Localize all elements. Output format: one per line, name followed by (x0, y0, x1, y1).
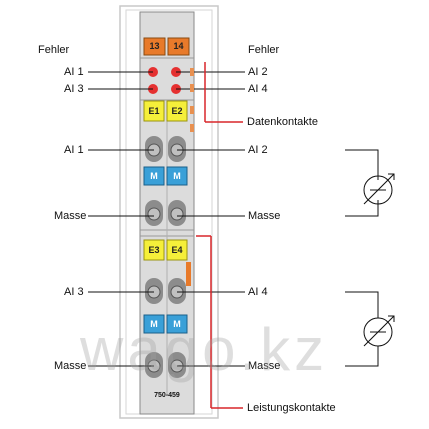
label-ai1: AI 1 (64, 144, 84, 156)
pill-e4-label: E4 (171, 245, 183, 255)
contact-tab-4 (190, 124, 194, 132)
label-ai3: AI 3 (64, 286, 84, 298)
orange-marker (186, 262, 191, 286)
leistungskontakte-bracket (196, 235, 243, 409)
label-ai4-led: AI 4 (248, 83, 268, 95)
pill-m1 (143, 166, 165, 186)
pill-m3 (143, 314, 165, 334)
clamp-row-2 (145, 200, 186, 226)
label-masse-right-bottom: Masse (248, 360, 281, 372)
label-datenkontakte: Datenkontakte (247, 116, 318, 128)
label-ai1-led: AI 1 (64, 66, 84, 78)
label-ai4: AI 4 (248, 286, 268, 298)
label-ai2-led: AI 2 (248, 66, 268, 78)
pill-e1-label: E1 (148, 106, 160, 116)
part-number: 750-459 (154, 392, 180, 399)
label-fehler-right: Fehler (248, 44, 280, 56)
watermark: wago.kz (80, 316, 329, 383)
datenkontakte-bracket (204, 62, 243, 123)
pill-e3 (143, 239, 165, 261)
contact-tab-3 (190, 106, 194, 114)
label-masse-left-top: Masse (54, 210, 87, 222)
clamp-row-1 (145, 136, 186, 162)
contact-tab-2 (190, 84, 194, 92)
pill-14 (167, 37, 190, 56)
pill-m4 (166, 314, 188, 334)
pill-m4-label: M (173, 319, 181, 329)
pill-m3-label: M (150, 319, 158, 329)
sensor-symbol-2 (345, 291, 395, 367)
sensor-symbol-1 (345, 149, 395, 217)
pill-e1 (143, 100, 165, 122)
label-ai2: AI 2 (248, 144, 268, 156)
label-fehler-left: Fehler (38, 44, 70, 56)
pill-13-label: 13 (149, 41, 160, 51)
label-leistungskontakte: Leistungskontakte (247, 402, 336, 414)
label-masse-right-top: Masse (248, 210, 281, 222)
pill-m2-label: M (173, 171, 181, 181)
pill-13 (143, 37, 166, 56)
pill-e4 (166, 239, 188, 261)
pill-14-label: 14 (173, 41, 184, 51)
pill-m2 (166, 166, 188, 186)
pill-m1-label: M (150, 171, 158, 181)
label-masse-left-bottom: Masse (54, 360, 87, 372)
pill-e2 (166, 100, 188, 122)
pill-e3-label: E3 (148, 245, 160, 255)
label-ai3-led: AI 3 (64, 83, 84, 95)
contact-tab-1 (190, 68, 194, 76)
pill-e2-label: E2 (171, 106, 183, 116)
leader-lines (88, 71, 245, 367)
